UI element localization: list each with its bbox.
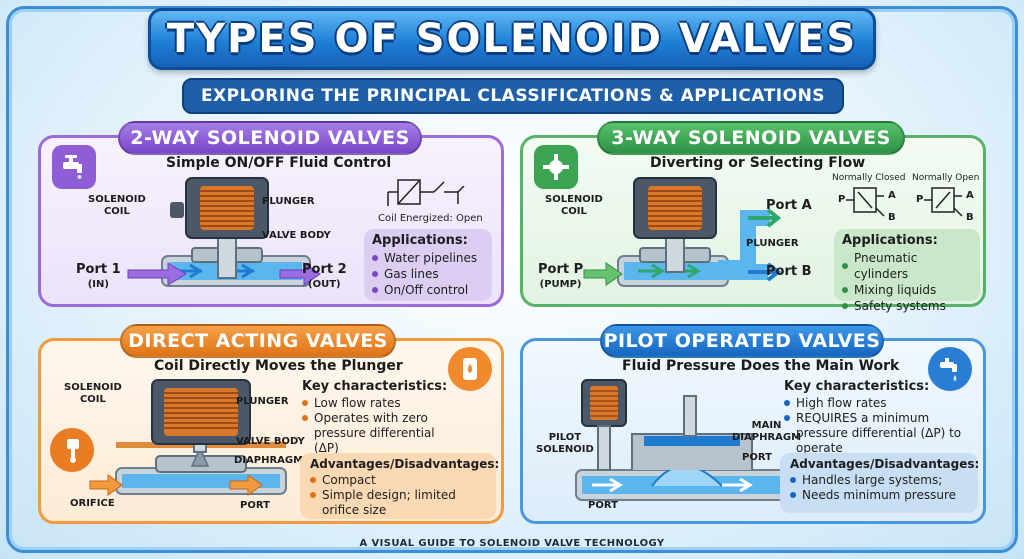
label-plunger-2way: PLUNGER (262, 196, 315, 207)
list-item: On/Off control (372, 282, 484, 298)
three-way-valve-symbols (846, 187, 963, 217)
tagline-direct-acting: Coil Directly Moves the Plunger (154, 358, 403, 374)
label-solenoid-coil-3way: SOLENOID COIL (545, 194, 603, 217)
adv-title-pilot: Advantages/Disadvantages: (790, 457, 980, 471)
label-orifice: ORIFICE (70, 498, 115, 509)
label-solenoid-coil-2way: SOLENOID COIL (88, 194, 146, 217)
label-port-b: Port B (766, 264, 812, 279)
caption-coil-energized: Coil Energized: Open (378, 213, 483, 224)
list-item: Low flow rates (302, 396, 452, 411)
valve-manifold-icon (534, 145, 578, 189)
label-plunger-direct: PLUNGER (236, 396, 289, 407)
label-port2: Port 2(OUT) (302, 262, 347, 290)
pilot-operated-illustration (575, 379, 809, 501)
symbol-p-no: P (916, 194, 924, 205)
tank-heater-icon (448, 347, 492, 391)
list-item: Water pipelines (372, 250, 484, 266)
label-valve-body-2way: VALVE BODY (262, 230, 331, 241)
advantages-pilot: Advantages/Disadvantages: Handles large … (780, 453, 980, 513)
list-item: Operates with zero pressure differential… (302, 411, 452, 456)
list-item: High flow rates (784, 396, 980, 411)
tagline-three-way: Diverting or Selecting Flow (650, 155, 866, 171)
label-plunger-3way: PLUNGER (746, 238, 799, 249)
label-valve-body-direct: VALVE BODY (236, 436, 305, 447)
list-item: Simple design; limited orifice size (310, 488, 486, 518)
heading-three-way: 3-WAY SOLENOID VALVES (597, 121, 905, 155)
heading-two-way: 2-WAY SOLENOID VALVES (118, 121, 422, 155)
tagline-two-way: Simple ON/OFF Fluid Control (166, 155, 392, 171)
list-item: Mixing liquids (842, 282, 972, 298)
label-pilot-solenoid: PILOT SOLENOID (536, 432, 594, 455)
label-port-direct: PORT (240, 500, 270, 511)
title-banner: TYPES OF SOLENOID VALVES (148, 8, 876, 70)
key-characteristics-pilot: Key characteristics: High flow rates REQ… (784, 379, 980, 456)
arrow-out-2way (279, 262, 321, 286)
adv-title-direct: Advantages/Disadvantages: (310, 457, 500, 471)
applications-two-way: Applications: Water pipelines Gas lines … (364, 229, 492, 301)
outer-frame (6, 6, 1018, 553)
list-item: Safety systems (842, 298, 972, 314)
faucet-icon (52, 145, 96, 189)
label-port1: Port 1(IN) (76, 262, 121, 290)
key-title-direct: Key characteristics: (302, 379, 448, 394)
list-item: Needs minimum pressure (790, 488, 968, 503)
symbol-a-nc: A (888, 190, 896, 201)
label-normally-open: Normally Open (912, 173, 980, 183)
applications-three-way: Applications: Pneumatic cylinders Mixing… (834, 229, 980, 313)
list-item: REQUIRES a minimum pressure differential… (784, 411, 980, 456)
tap-drop-icon (928, 347, 972, 391)
applications-title-3way: Applications: (842, 233, 938, 248)
advantages-direct: Advantages/Disadvantages: Compact Simple… (300, 453, 500, 519)
piston-icon (50, 428, 94, 472)
label-solenoid-coil-direct: SOLENOID COIL (64, 382, 122, 405)
list-item: Pneumatic cylinders (842, 250, 972, 282)
symbol-a-no: A (966, 190, 974, 201)
two-way-valve-illustration (161, 177, 311, 287)
key-characteristics-direct: Key characteristics: Low flow rates Oper… (302, 379, 452, 456)
list-item: Handles large systems; (790, 473, 968, 488)
arrow-in-3way (583, 262, 623, 286)
list-item: Compact (310, 473, 486, 488)
label-diaphragm-direct: DIAPHRAGM (234, 455, 304, 466)
heading-pilot-operated: PILOT OPERATED VALVES (600, 324, 884, 358)
label-main-diaphragm: MAIN DIAPHRAGM (732, 420, 802, 443)
label-port-right-pilot: PORT (742, 452, 772, 463)
arrow-in-2way (127, 262, 187, 286)
page-title: TYPES OF SOLENOID VALVES (166, 16, 858, 62)
tagline-pilot-operated: Fluid Pressure Does the Main Work (622, 358, 900, 374)
list-item: Gas lines (372, 266, 484, 282)
three-way-valve-illustration (617, 177, 782, 287)
key-title-pilot: Key characteristics: (784, 379, 930, 394)
label-port-p: Port P(PUMP) (538, 262, 584, 290)
arrow-out-direct (229, 474, 263, 496)
page-subtitle: EXPLORING THE PRINCIPAL CLASSIFICATIONS … (200, 86, 826, 106)
two-way-valve-symbol (387, 179, 465, 206)
heading-direct-acting: DIRECT ACTING VALVES (120, 324, 396, 358)
symbol-p-nc: P (838, 194, 846, 205)
symbol-b-nc: B (888, 212, 896, 223)
symbol-b-no: B (966, 212, 974, 223)
arrow-in-direct (89, 474, 123, 496)
applications-title-2way: Applications: (372, 233, 468, 248)
label-port-left-pilot: PORT (588, 500, 618, 511)
footer-caption: A VISUAL GUIDE TO SOLENOID VALVE TECHNOL… (359, 538, 665, 549)
label-normally-closed: Normally Closed (832, 173, 906, 183)
label-port-a: Port A (766, 198, 812, 213)
subtitle-banner: EXPLORING THE PRINCIPAL CLASSIFICATIONS … (182, 78, 844, 114)
